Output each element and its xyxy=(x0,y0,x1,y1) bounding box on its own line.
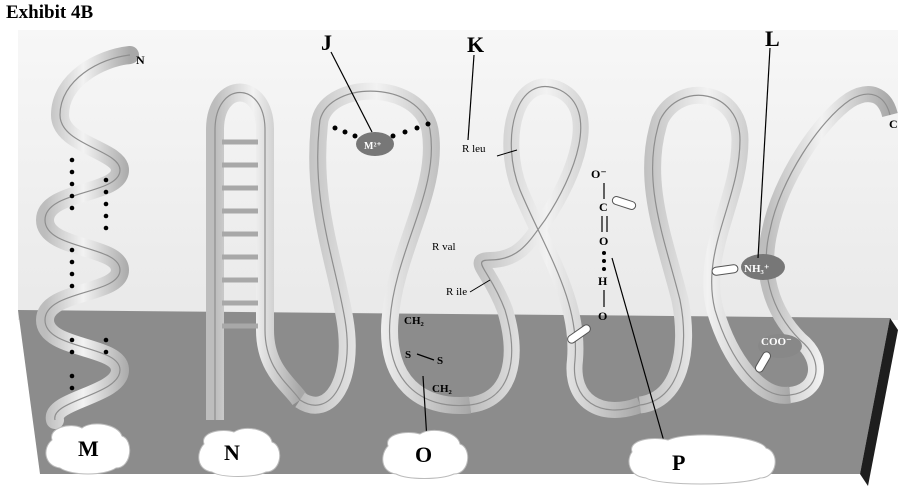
metal-ion-ellipse xyxy=(356,132,394,156)
hbond-loop xyxy=(638,86,792,414)
cloud-o xyxy=(382,429,469,479)
o-hydroxyl-label: O xyxy=(598,309,607,323)
r-leu-label: R leu xyxy=(462,143,486,155)
callout-j: J xyxy=(321,30,332,55)
r-ile-label: R ile xyxy=(446,286,467,298)
r-val-label: R val xyxy=(432,241,456,253)
cloud-p xyxy=(628,434,776,485)
carbon-label: C xyxy=(599,200,608,214)
hydrogen-label: H xyxy=(598,274,608,288)
callout-k: K xyxy=(467,32,484,57)
callout-l: L xyxy=(765,26,780,51)
callout-lines xyxy=(330,47,771,446)
membrane-edge xyxy=(860,318,898,486)
metal-ion-label: M²⁺ xyxy=(364,141,382,152)
callout-p: P xyxy=(672,450,685,475)
s-left-label: S xyxy=(405,349,411,361)
callout-m: M xyxy=(78,436,99,461)
metal-binding-loop xyxy=(295,82,471,415)
callout-o: O xyxy=(415,442,432,467)
c-terminus-label: C xyxy=(889,117,898,131)
o-minus-label: O⁻ xyxy=(591,167,607,181)
cloud-m xyxy=(45,423,131,475)
callout-n: N xyxy=(224,440,240,465)
cloud-n xyxy=(198,427,281,477)
ionic-loop xyxy=(741,86,898,403)
exhibit-title: Exhibit 4B xyxy=(6,2,94,23)
ch2-top-label: CH₂ xyxy=(404,315,425,327)
alpha-helix xyxy=(35,46,139,429)
s-right-label: S xyxy=(437,355,443,367)
ammonium-label: NH₃⁺ xyxy=(744,263,770,275)
n-terminus-label: N xyxy=(136,53,145,67)
carboxylate-label: COO⁻ xyxy=(761,336,792,348)
o-carbonyl-label: O xyxy=(599,234,608,248)
ch2-bottom-label: CH₂ xyxy=(432,383,453,395)
beta-hairpin xyxy=(206,83,308,420)
